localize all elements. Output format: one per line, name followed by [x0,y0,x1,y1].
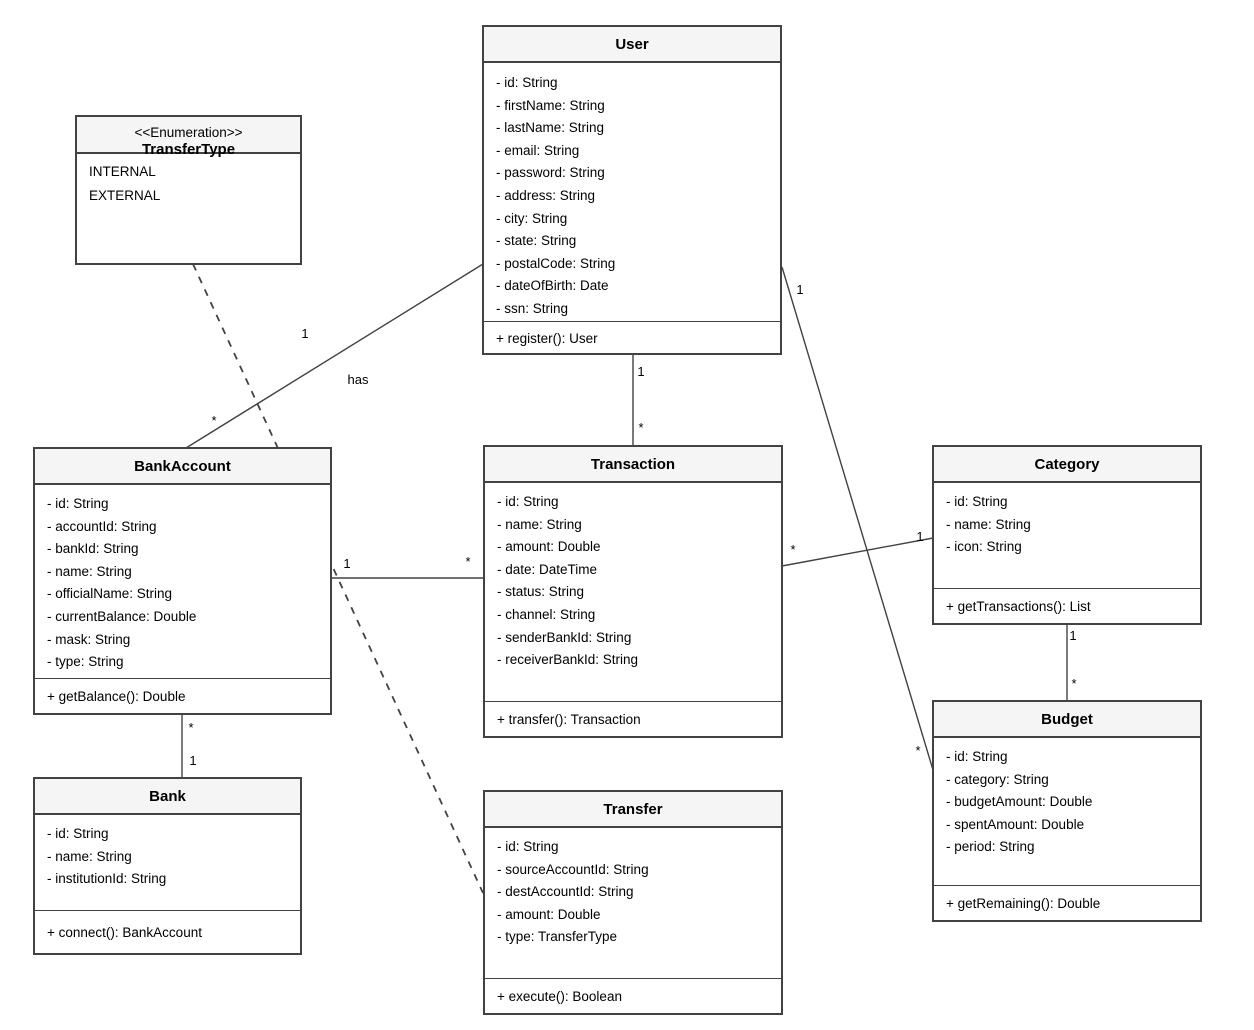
class-bank[interactable]: Bank - id: String - name: String - insti… [33,777,302,955]
attribute: - city: String [496,210,568,226]
attribute: - name: String [47,848,132,864]
attribute: - spentAmount: Double [946,816,1085,832]
attribute: - type: String [47,654,124,670]
enumeration-literals: INTERNAL EXTERNAL [77,154,300,208]
attribute: - id: String [497,494,559,509]
attributes-compartment: - id: String - sourceAccountId: String -… [485,828,781,978]
attribute: - institutionId: String [47,871,167,887]
class-budget[interactable]: Budget - id: String - category: String -… [932,700,1202,922]
enum-literal: EXTERNAL [89,188,161,203]
method: + connect(): BankAccount [35,910,300,953]
attribute: - name: String [946,516,1031,532]
attribute: - sourceAccountId: String [497,861,649,877]
attribute: - email: String [496,142,580,158]
attribute: - accountId: String [47,518,157,534]
attribute: - postalCode: String [496,255,616,271]
multiplicity-label: 1 [343,556,351,571]
attribute: - lastName: String [496,120,605,136]
attribute: - mask: String [47,631,131,647]
multiplicity-label: 1 [916,529,924,544]
attribute: - name: String [497,516,582,532]
attributes-compartment: - id: String - name: String - institutio… [35,815,300,910]
multiplicity-label: * [1071,676,1077,691]
class-title: Category [934,447,1200,483]
attribute: - receiverBankId: String [497,652,639,668]
method: + transfer(): Transaction [485,701,781,736]
class-title: BankAccount [35,449,330,485]
attribute: - address: String [496,187,596,203]
attribute: - channel: String [497,606,596,622]
class-transfertype[interactable]: <<Enumeration>> TransferType INTERNAL EX… [75,115,302,265]
attribute: - senderBankId: String [497,629,632,645]
class-transfer[interactable]: Transfer - id: String - sourceAccountId:… [483,790,783,1015]
multiplicity-label: * [915,743,921,758]
attributes-compartment: - id: String - category: String - budget… [934,738,1200,885]
multiplicity-label: * [465,554,471,569]
dependency-transfertype-transfer[interactable] [192,263,484,894]
multiplicity-label: 1 [301,326,309,341]
association-name-label: has [347,372,369,387]
class-bankaccount[interactable]: BankAccount - id: String - accountId: St… [33,447,332,715]
enum-literal: INTERNAL [89,164,156,179]
method: + execute(): Boolean [485,978,781,1013]
multiplicity-label: 1 [637,364,645,379]
attribute: - budgetAmount: Double [946,794,1093,810]
method: + register(): User [484,320,780,356]
attribute: - icon: String [946,539,1022,555]
attribute: - bankId: String [47,541,139,557]
attribute: - state: String [496,233,577,249]
multiplicity-label: * [211,413,217,428]
attribute: - date: DateTime [497,561,598,577]
multiplicity-label: * [638,420,644,435]
attribute: - id: String [496,75,558,90]
method: + getTransactions(): List [934,588,1200,623]
multiplicity-label: 1 [796,282,804,297]
class-title: Transfer [485,792,781,828]
enumeration-stereotype: <<Enumeration>> [134,125,243,140]
attribute: - id: String [47,496,109,511]
attribute: - ssn: String [496,300,569,316]
attribute: - officialName: String [47,586,173,602]
attribute: - dateOfBirth: Date [496,278,609,294]
attribute: - status: String [497,584,585,600]
attribute: - id: String [946,494,1008,509]
class-user[interactable]: User - id: String - firstName: String - … [482,25,782,355]
association-transaction-category[interactable] [781,537,934,567]
attribute: - amount: Double [497,539,601,555]
attribute: - amount: Double [497,906,601,922]
class-transaction[interactable]: Transaction - id: String - name: String … [483,445,783,738]
attributes-compartment: - id: String - accountId: String - bankI… [35,485,330,678]
multiplicity-label: * [790,542,796,557]
class-title: Transaction [485,447,781,483]
association-user-budget[interactable] [781,266,934,771]
class-transfertype-header: <<Enumeration>> TransferType [77,117,300,158]
attribute: - password: String [496,165,605,181]
attributes-compartment: - id: String - name: String - icon: Stri… [934,483,1200,588]
attribute: - name: String [47,563,132,579]
class-title: Budget [934,702,1200,738]
attribute: - destAccountId: String [497,884,634,900]
attribute: - firstName: String [496,97,605,113]
method: + getBalance(): Double [35,678,330,713]
attributes-compartment: - id: String - firstName: String - lastN… [484,63,780,321]
multiplicity-label: 1 [1069,628,1077,643]
method: + getRemaining(): Double [934,885,1200,920]
attribute: - id: String [946,749,1008,764]
attribute: - id: String [47,826,109,841]
attributes-compartment: - id: String - name: String - amount: Do… [485,483,781,701]
attribute: - category: String [946,771,1049,787]
class-title: User [484,27,780,63]
multiplicity-label: * [188,720,194,735]
attribute: - id: String [497,839,559,854]
association-user-bankaccount[interactable] [185,263,484,449]
multiplicity-label: 1 [189,753,197,768]
attribute: - period: String [946,839,1035,855]
attribute: - type: TransferType [497,929,618,945]
attribute: - currentBalance: Double [47,608,197,624]
class-title: Bank [35,779,300,815]
class-category[interactable]: Category - id: String - name: String - i… [932,445,1202,625]
class-title: TransferType [141,141,236,158]
